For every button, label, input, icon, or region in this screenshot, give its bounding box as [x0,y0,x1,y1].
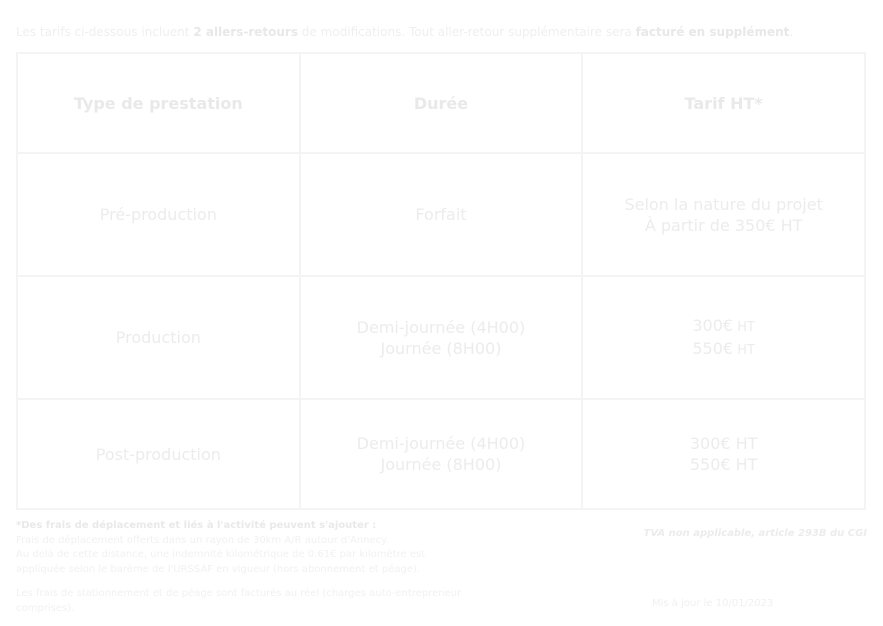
price-line: 550€ HT [584,338,863,361]
footnote-spacer [16,577,466,587]
footnote-title: *Des frais de déplacement et liés à l'ac… [16,520,377,531]
intro-text: Les tarifs ci-dessous incluent 2 allers-… [16,24,876,40]
footnote-line: Frais de déplacement offerts dans un ray… [16,534,389,546]
price-suffix: HT [733,319,755,335]
cell-duration: Demi-journée (4H00) Journée (8H00) [298,275,584,400]
intro-part-3: . [789,25,794,39]
price-suffix: HT [733,342,755,358]
table-header-row: Type de prestation Durée Tarif HT* [16,52,866,154]
price-value: 300€ [692,315,734,335]
update-date: Mis à jour le 10/01/2023 [652,598,774,609]
intro-bold-extra: facturé en supplément [635,25,790,39]
footnote-line: appliquée selon le barème de l'URSSAF en… [16,563,421,575]
footnotes: *Des frais de déplacement et liés à l'ac… [16,519,466,616]
intro-bold-roundtrips: 2 allers-retours [193,25,298,39]
footnote-line: Les frais de stationnement et de péage s… [16,588,462,614]
duration-line: Demi-journée (4H00) [356,434,526,453]
duration-line: Journée (8H00) [380,455,502,474]
header-price: Tarif HT* [581,52,866,154]
price-value: 550€ [692,338,734,358]
cell-type: Post-production [16,398,301,510]
table-row: Production Demi-journée (4H00) Journée (… [16,275,866,400]
cell-duration: Demi-journée (4H00) Journée (8H00) [298,398,584,510]
duration-line: Journée (8H00) [380,338,502,358]
header-duration: Durée [298,52,584,154]
cell-price: 300€ HT 550€ HT [581,275,866,400]
price-line: 550€ HT [689,455,758,474]
duration-line: Forfait [415,205,467,224]
price-line: 300€ HT [584,315,863,338]
cell-price: 300€ HT 550€ HT [581,398,866,510]
cell-price: Selon la nature du projet À partir de 35… [581,152,866,277]
cell-type: Production [16,275,301,400]
footnote-line: Au delà de cette distance, une indemnité… [16,549,426,560]
cell-type: Pré-production [16,152,301,277]
header-type: Type de prestation [16,52,301,154]
intro-part-1: Les tarifs ci-dessous incluent [16,25,194,39]
intro-part-2: de modifications. Tout aller-retour supp… [297,25,636,39]
pricing-table: Type de prestation Durée Tarif HT* Pré-p… [16,52,866,510]
tva-notice: TVA non applicable, article 293B du CGI [643,528,867,539]
cell-duration: Forfait [298,152,584,277]
price-line: À partir de 350€ HT [644,215,803,235]
price-line: Selon la nature du projet [624,194,823,214]
duration-line: Demi-journée (4H00) [356,317,526,337]
table-row: Pré-production Forfait Selon la nature d… [16,152,866,277]
price-line: 300€ HT [689,434,758,453]
table-row: Post-production Demi-journée (4H00) Jour… [16,398,866,510]
